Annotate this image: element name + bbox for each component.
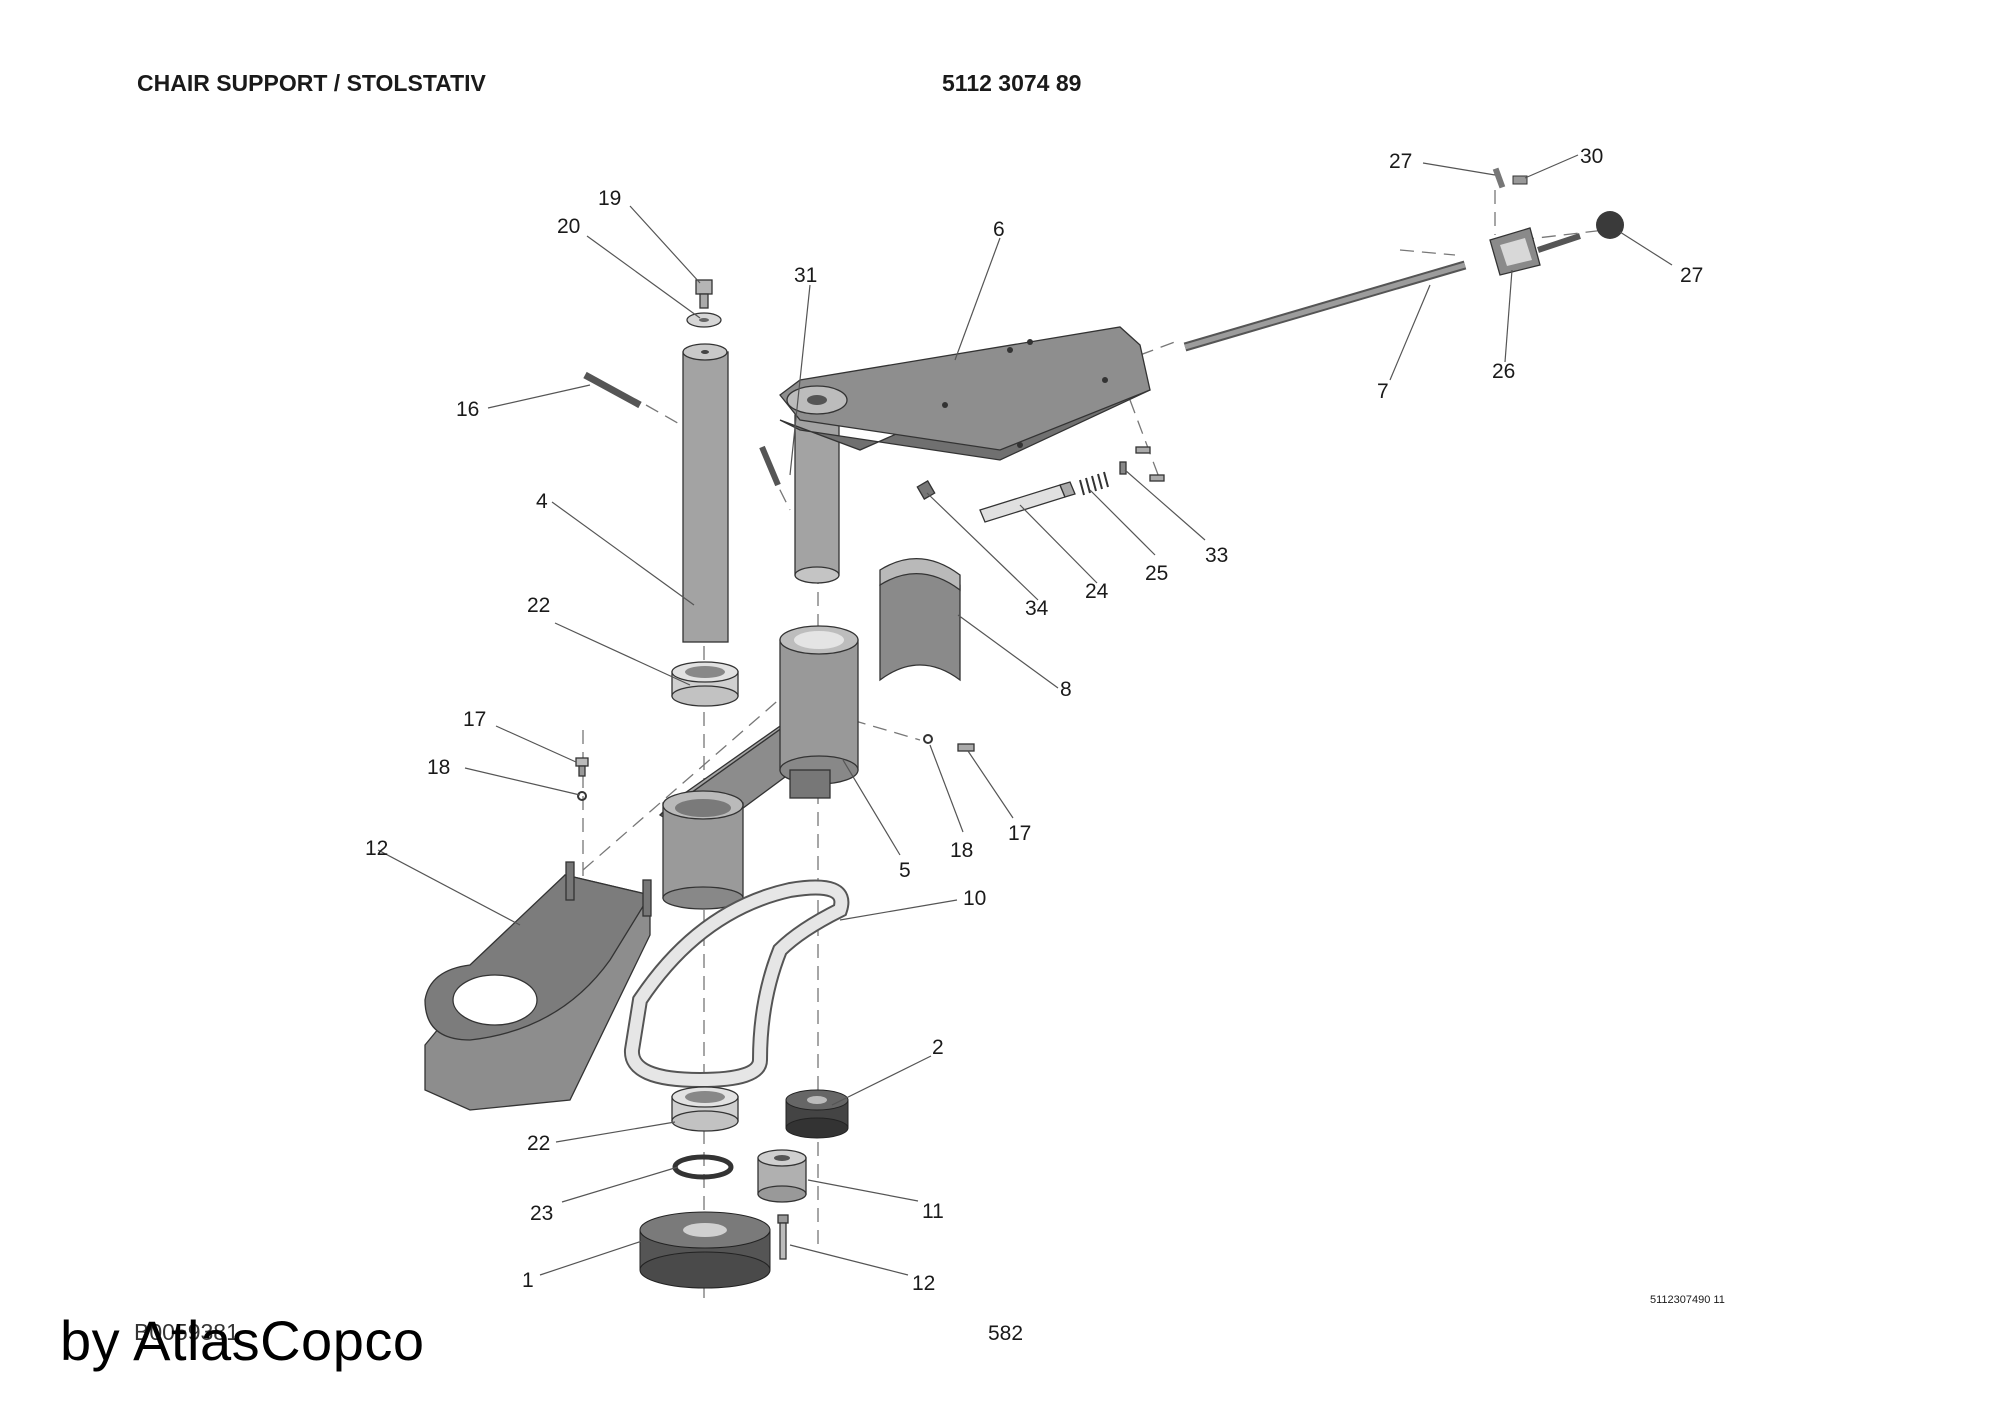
- bearing-part-21-bottom: [671, 1086, 739, 1132]
- callout-21-top: 22: [527, 594, 550, 617]
- rod-end-part-25: [1537, 233, 1581, 253]
- callout-21-bottom: 22: [527, 1132, 550, 1155]
- callout-12: 12: [912, 1272, 935, 1295]
- page-number: 582: [988, 1322, 1024, 1345]
- callout-22: 23: [530, 1202, 553, 1225]
- callout-8: 8: [1060, 678, 1072, 701]
- screw-part-17-left: [575, 757, 589, 777]
- page-title: CHAIR SUPPORT / STOLSTATIV: [137, 70, 486, 96]
- callout-34: 34: [1025, 597, 1049, 620]
- drawing-reference: 5112307490 11: [1650, 1294, 1725, 1306]
- bearing-part-21-top: [671, 661, 739, 707]
- bolt-part-19: [695, 279, 713, 309]
- screw-part-17-right: [957, 743, 975, 752]
- block-part-25: [1489, 227, 1541, 276]
- callout-5: 5: [899, 859, 911, 882]
- callout-25: 26: [1492, 360, 1515, 383]
- belt-part-10: [624, 879, 850, 1089]
- pulley-part-2: [785, 1089, 849, 1139]
- callout-30: 30: [1580, 145, 1603, 168]
- callout-18-right: 18: [950, 839, 973, 862]
- gear-part-1: [639, 1211, 771, 1289]
- knob-part-27: [1596, 211, 1624, 239]
- part-number: 5112 3074 89: [942, 70, 1082, 96]
- bracket-part-26: [1492, 167, 1506, 189]
- callout-9: 7: [1377, 380, 1389, 403]
- cover-part-7: [424, 861, 652, 1111]
- shield-part-8: [879, 558, 961, 682]
- screw-part-12: [777, 1214, 789, 1260]
- callout-20: 20: [557, 215, 580, 238]
- callout-23: 24: [1085, 580, 1109, 603]
- callout-33: 33: [1205, 544, 1228, 567]
- callout-10: 10: [963, 887, 986, 910]
- plunger-part-23: [979, 481, 1076, 523]
- callout-labels: 19 20 31 6 16 4 22 17 18 12 5 18 17 8 10…: [365, 145, 1703, 1295]
- callout-11: 11: [922, 1200, 944, 1223]
- callout-4: 4: [536, 490, 548, 513]
- leader-lines: [377, 154, 1673, 1276]
- callout-17-left: 17: [463, 708, 486, 731]
- callout-1: 1: [522, 1269, 534, 1292]
- pin-part-16: [583, 371, 642, 409]
- washer-part-18-left: [577, 791, 587, 801]
- callout-26: 27: [1389, 150, 1412, 173]
- callout-18-left: 18: [427, 756, 450, 779]
- watermark: by AtlasCopco: [60, 1309, 425, 1372]
- washer-part-20: [686, 312, 722, 328]
- callout-6: 6: [993, 218, 1005, 241]
- bushing-part-11: [757, 1149, 807, 1203]
- spring-part-24: [1079, 471, 1109, 496]
- callout-27: 27: [1680, 264, 1703, 287]
- column-part-4: [682, 343, 729, 643]
- callout-16: 16: [456, 398, 479, 421]
- arm-plate-part-6: [779, 326, 1151, 584]
- callout-31: 31: [794, 264, 817, 287]
- nut-part-34: [916, 480, 936, 500]
- housing-part-5: [658, 625, 859, 910]
- screws-part-33: [1119, 446, 1165, 482]
- callout-17-right: 17: [1008, 822, 1031, 845]
- drawing-code: B0059381: [134, 1319, 239, 1345]
- pin-part-31: [759, 445, 781, 487]
- snap-ring-part-22: [672, 1154, 734, 1180]
- callout-7: 12: [365, 837, 388, 860]
- washer-part-18-right: [923, 734, 933, 744]
- screw-part-30: [1512, 175, 1528, 185]
- callout-19: 19: [598, 187, 621, 210]
- callout-24: 25: [1145, 562, 1168, 585]
- callout-2: 2: [932, 1036, 944, 1059]
